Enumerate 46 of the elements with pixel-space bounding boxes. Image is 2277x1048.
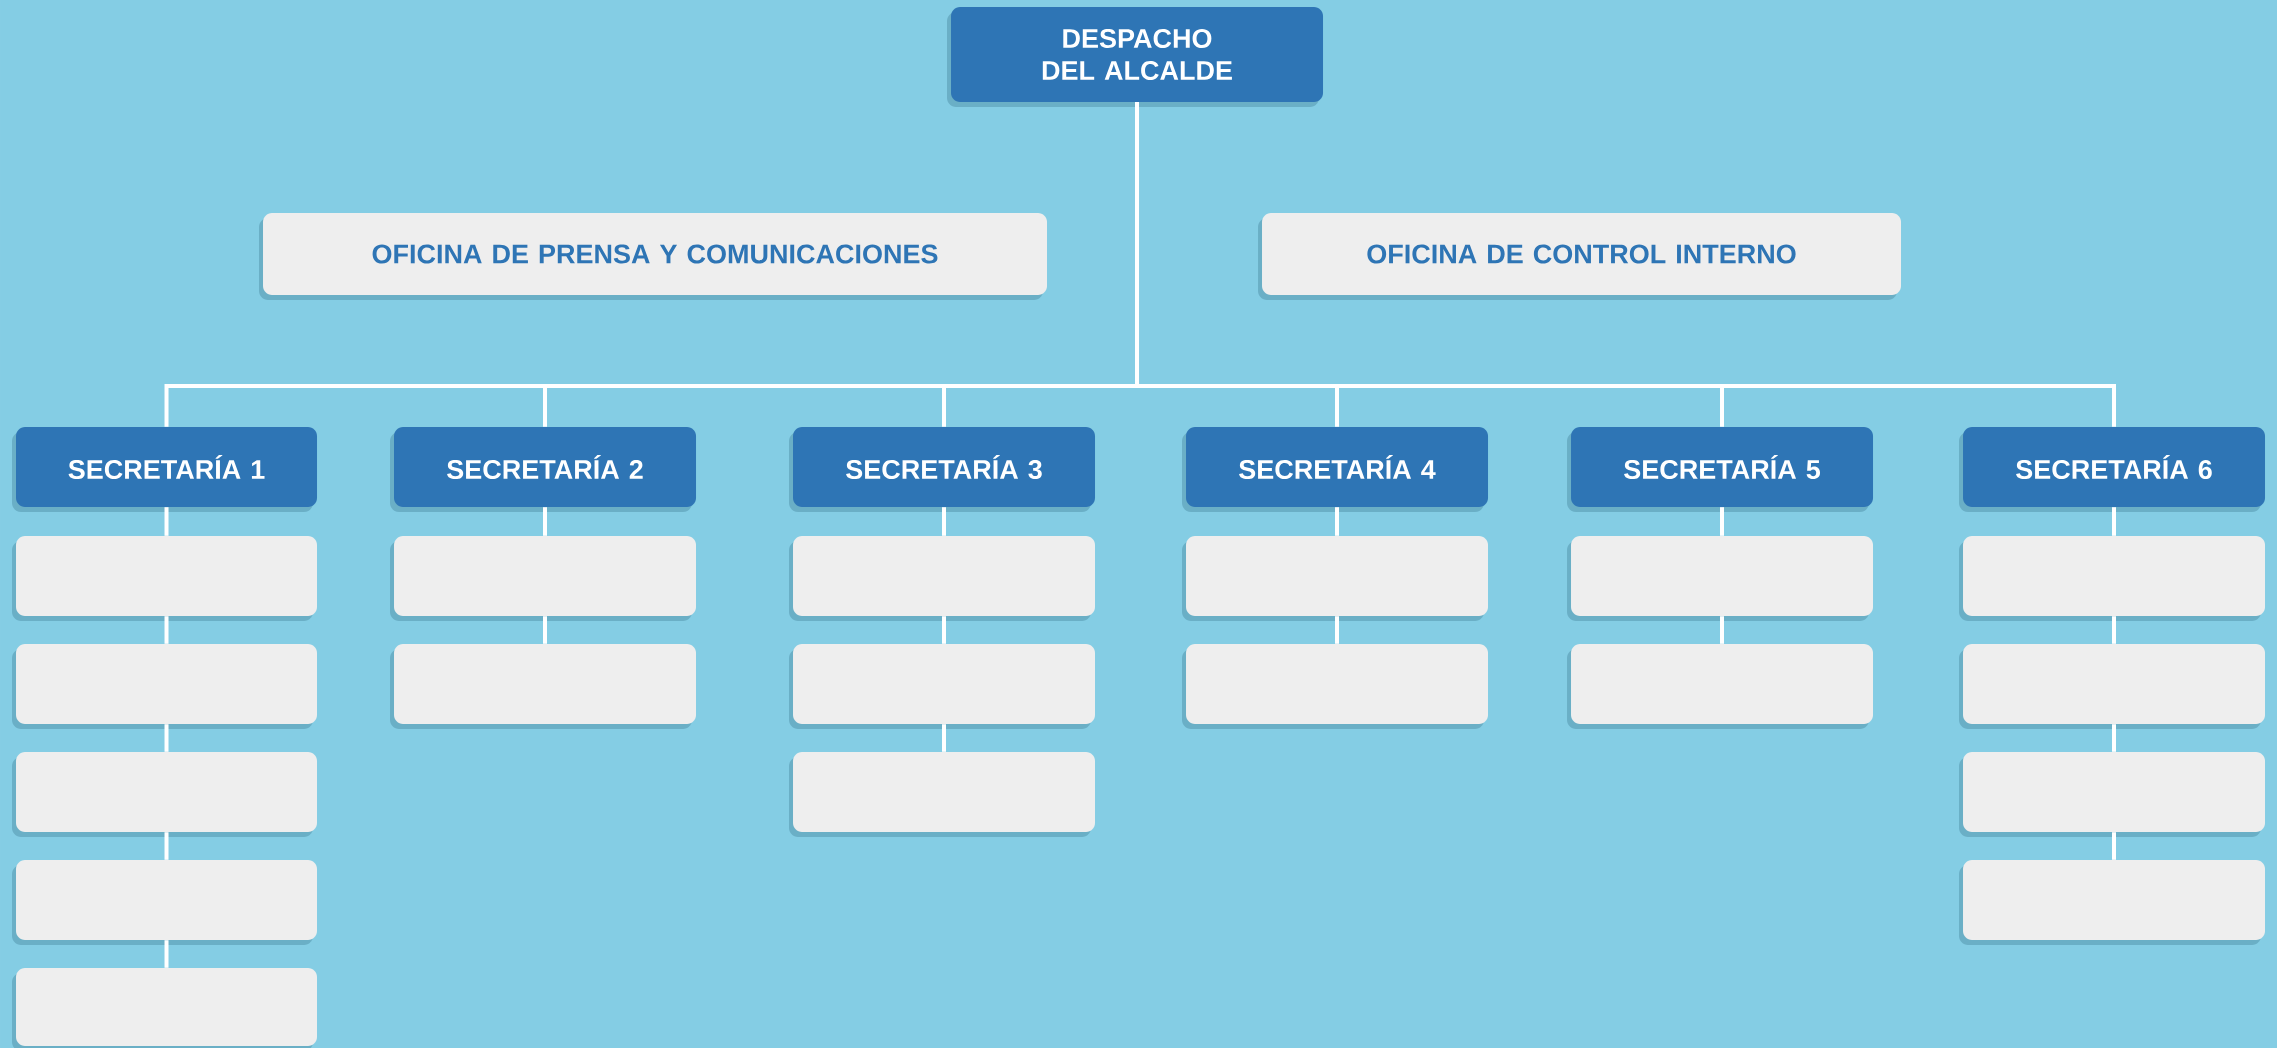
empty-box <box>390 536 696 621</box>
connector-line <box>1335 507 1339 536</box>
title-box: SECRETARÍA 1 <box>12 427 317 512</box>
empty-box <box>12 644 317 729</box>
empty-box <box>12 536 317 621</box>
connector-line <box>1335 616 1339 644</box>
connector-line <box>1720 616 1724 644</box>
empty-box <box>1959 860 2265 945</box>
connector-line <box>164 507 169 536</box>
connector-line <box>164 940 169 968</box>
empty-box <box>789 536 1095 621</box>
title-box: SECRETARÍA 3 <box>789 427 1095 512</box>
connector-line <box>942 724 946 752</box>
connector-line <box>2112 507 2116 536</box>
empty-box <box>1959 536 2265 621</box>
connector-line <box>1135 102 2116 427</box>
empty-box <box>1182 536 1488 621</box>
connector-line <box>942 507 946 536</box>
connector-line <box>164 616 169 644</box>
empty-box <box>789 752 1095 837</box>
empty-box <box>390 644 696 729</box>
empty-box <box>789 644 1095 729</box>
office-box: OFICINA DE PRENSA Y COMUNICACIONES <box>259 213 1047 300</box>
connector-line <box>543 616 547 644</box>
title-box: SECRETARÍA 6 <box>1959 427 2265 512</box>
empty-box <box>1182 644 1488 729</box>
empty-box <box>12 968 317 1048</box>
connector-line <box>2112 616 2116 644</box>
connector-line <box>1720 507 1724 536</box>
connector-line <box>164 724 169 752</box>
title-box: SECRETARÍA 4 <box>1182 427 1488 512</box>
connector-line <box>942 616 946 644</box>
office-box: OFICINA DE CONTROL INTERNO <box>1258 213 1901 300</box>
empty-box <box>1959 644 2265 729</box>
connector-line <box>164 832 169 860</box>
empty-box <box>1959 752 2265 837</box>
title-box: SECRETARÍA 2 <box>390 427 696 512</box>
title-box: SECRETARÍA 5 <box>1567 427 1873 512</box>
connector-line <box>2112 724 2116 752</box>
connector-line <box>543 507 547 536</box>
connector-line <box>2112 832 2116 860</box>
empty-box <box>1567 644 1873 729</box>
title-box: DESPACHO DEL ALCALDE <box>947 7 1323 107</box>
empty-box <box>12 860 317 945</box>
empty-box <box>1567 536 1873 621</box>
empty-box <box>12 752 317 837</box>
